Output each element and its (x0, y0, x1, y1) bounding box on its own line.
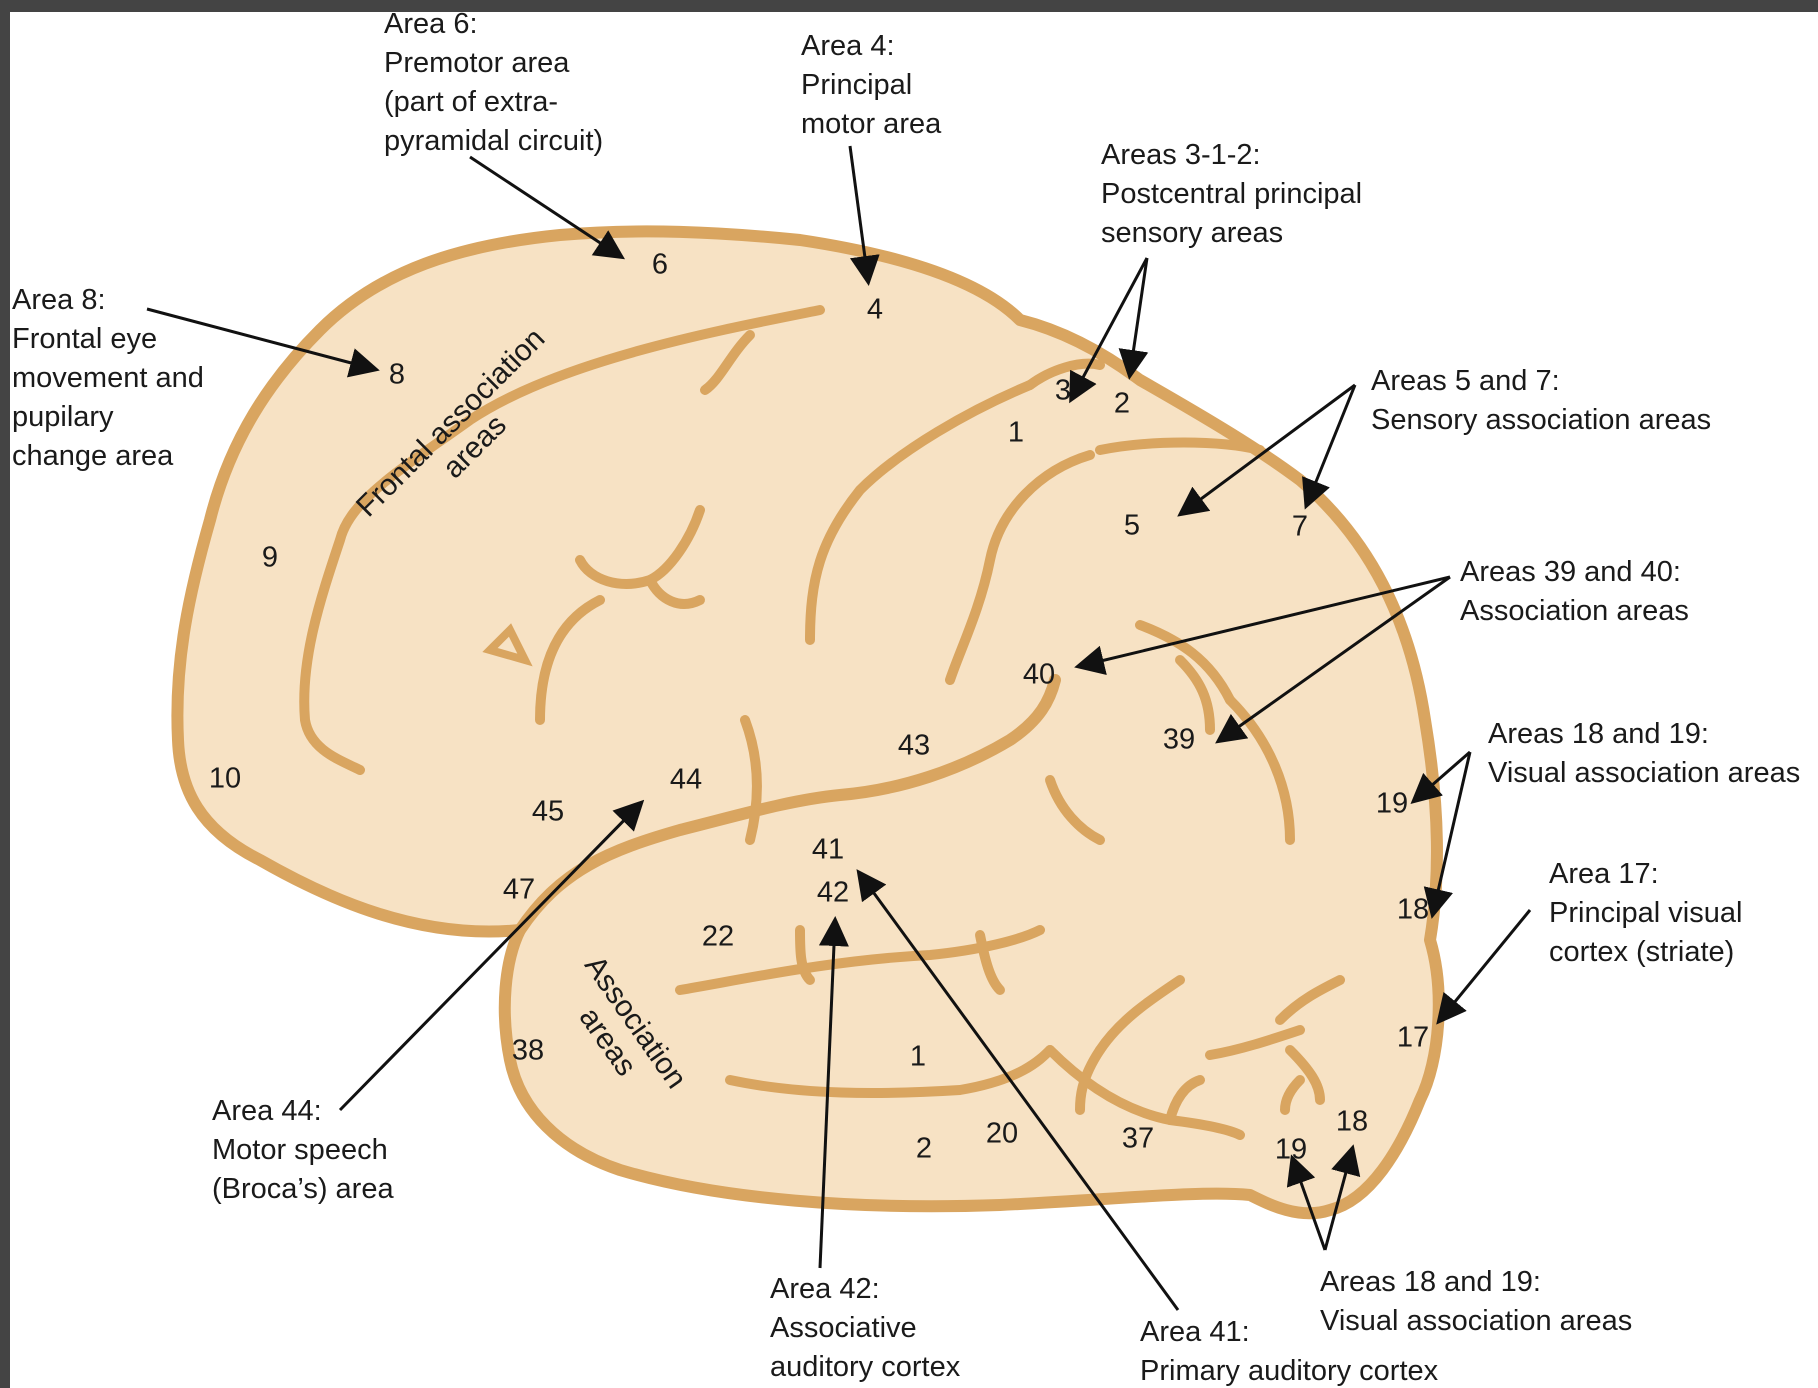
callout-line: movement and (12, 359, 204, 398)
callout-line: cortex (striate) (1549, 933, 1742, 972)
area-number-18-lower: 18 (1336, 1108, 1368, 1137)
callout-area-4: Area 4: Principal motor area (801, 27, 941, 144)
callout-areas-3-1-2: Areas 3-1-2: Postcentral principal senso… (1101, 136, 1362, 253)
callout-line: pupilary (12, 398, 204, 437)
callout-line: (part of extra- (384, 83, 603, 122)
callout-line: Sensory association areas (1371, 401, 1711, 440)
area-number-4: 4 (867, 296, 883, 325)
callout-area-6: Area 6: Premotor area (part of extra- py… (384, 5, 603, 161)
area-number-18-upper: 18 (1397, 896, 1429, 925)
area-number-37: 37 (1122, 1125, 1154, 1154)
area-number-47: 47 (503, 876, 535, 905)
area-number-1-temporal: 1 (910, 1043, 926, 1072)
callout-line: Areas 39 and 40: (1460, 553, 1689, 592)
callout-areas-39-40: Areas 39 and 40: Association areas (1460, 553, 1689, 631)
area-number-8: 8 (389, 361, 405, 390)
callout-line: Visual association areas (1488, 754, 1800, 793)
callout-line: Visual association areas (1320, 1302, 1632, 1341)
area-number-10: 10 (209, 765, 241, 794)
callout-line: Postcentral principal (1101, 175, 1362, 214)
area-number-7: 7 (1292, 513, 1308, 542)
area-number-9: 9 (262, 544, 278, 573)
callout-line: Principal visual (1549, 894, 1742, 933)
area-number-2-temporal: 2 (916, 1135, 932, 1164)
callout-line: Areas 18 and 19: (1320, 1263, 1632, 1302)
area-number-40: 40 (1023, 661, 1055, 690)
area-number-19-upper: 19 (1376, 790, 1408, 819)
callout-line: Areas 18 and 19: (1488, 715, 1800, 754)
area-number-1: 1 (1008, 419, 1024, 448)
area-number-45: 45 (532, 798, 564, 827)
callout-line: Association areas (1460, 592, 1689, 631)
callout-line: auditory cortex (770, 1348, 960, 1387)
area-number-2: 2 (1114, 390, 1130, 419)
callout-area-42: Area 42: Associative auditory cortex (770, 1270, 960, 1387)
callout-line: Principal (801, 66, 941, 105)
callout-line: sensory areas (1101, 214, 1362, 253)
area-number-6: 6 (652, 251, 668, 280)
callout-areas-18-19-upper: Areas 18 and 19: Visual association area… (1488, 715, 1800, 793)
area-number-41: 41 (812, 836, 844, 865)
callout-line: Motor speech (212, 1131, 394, 1170)
callout-area-17: Area 17: Principal visual cortex (striat… (1549, 855, 1742, 972)
callout-line: Area 44: (212, 1092, 394, 1131)
callout-areas-5-7: Areas 5 and 7: Sensory association areas (1371, 362, 1711, 440)
callout-line: Areas 5 and 7: (1371, 362, 1711, 401)
area-number-20: 20 (986, 1120, 1018, 1149)
callout-line: Frontal eye (12, 320, 204, 359)
area-number-39: 39 (1163, 726, 1195, 755)
callout-line: (Broca’s) area (212, 1170, 394, 1209)
area-number-5: 5 (1124, 512, 1140, 541)
callout-line: change area (12, 437, 204, 476)
callout-line: Areas 3-1-2: (1101, 136, 1362, 175)
callout-areas-18-19-lower: Areas 18 and 19: Visual association area… (1320, 1263, 1632, 1341)
callout-line: Area 42: (770, 1270, 960, 1309)
callout-line: Area 6: (384, 5, 603, 44)
area-number-38: 38 (512, 1037, 544, 1066)
callout-line: pyramidal circuit) (384, 122, 603, 161)
area-number-19-lower: 19 (1275, 1136, 1307, 1165)
callout-line: motor area (801, 105, 941, 144)
callout-line: Primary auditory cortex (1140, 1352, 1438, 1388)
callout-line: Area 17: (1549, 855, 1742, 894)
callout-line: Premotor area (384, 44, 603, 83)
callout-area-44: Area 44: Motor speech (Broca’s) area (212, 1092, 394, 1209)
callout-area-8: Area 8: Frontal eye movement and pupilar… (12, 281, 204, 476)
area-number-43: 43 (898, 732, 930, 761)
area-number-42: 42 (817, 879, 849, 908)
area-number-17: 17 (1397, 1024, 1429, 1053)
area-number-44: 44 (670, 766, 702, 795)
callout-line: Area 8: (12, 281, 204, 320)
area-number-22: 22 (702, 923, 734, 952)
area-number-3: 3 (1055, 377, 1071, 406)
callout-line: Associative (770, 1309, 960, 1348)
callout-line: Area 4: (801, 27, 941, 66)
